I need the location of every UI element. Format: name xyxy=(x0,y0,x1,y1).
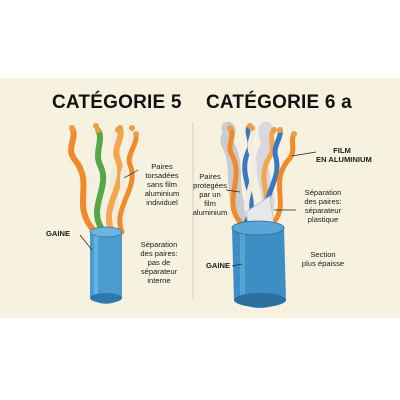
diagram-background xyxy=(0,78,400,318)
cat6a-wire-orange-3 xyxy=(271,131,297,225)
cat6a-cable xyxy=(220,121,317,308)
cat5-wire-white-orange xyxy=(86,123,109,235)
cat6a-label-gaine: GAINE xyxy=(206,261,231,270)
cat6a-jacket xyxy=(232,228,286,308)
cat6a-gaine-pointer xyxy=(231,263,243,267)
cat5-jacket-top xyxy=(89,226,123,238)
cat6a-wire-orange xyxy=(227,125,243,225)
cat5-wire-brown xyxy=(117,131,139,235)
cat6a-label-paires: Paires protegées par un film aluminium xyxy=(192,172,228,217)
cat5-label-separation: Séparation des paires: pas de séparateur… xyxy=(140,240,178,285)
cat5-gaine-pointer xyxy=(79,234,93,251)
cat6a-label-separation: Séparation des paires: séparateur plasti… xyxy=(304,188,342,224)
cat6a-jacket-top xyxy=(231,220,285,236)
cat5-label-gaine: GAINE xyxy=(46,229,71,238)
cat5-twisted-pairs xyxy=(68,123,139,235)
cat5-wire-green xyxy=(94,127,107,235)
cat5-cable xyxy=(68,123,139,304)
cat5-title: CATÉGORIE 5 xyxy=(52,92,182,113)
cat6a-film-pointer xyxy=(291,151,317,157)
cat5-label-paires: Paires torsadées sans film aluminium ind… xyxy=(144,162,180,207)
cat5-wire-orange-2 xyxy=(105,125,124,235)
cat5-paires-pointer xyxy=(123,169,139,179)
cat5-wire-orange xyxy=(68,125,98,235)
cat6a-label-film: FILM EN ALUMINIUM xyxy=(316,146,372,164)
cat6a-paires-pointer xyxy=(225,189,241,193)
cat6a-wire-blue xyxy=(242,123,254,225)
cat6a-title: CATÉGORIE 6 a xyxy=(206,92,352,113)
cat6a-label-section: Section plus épaisse xyxy=(301,250,345,268)
cat6a-wire-white xyxy=(244,125,257,225)
